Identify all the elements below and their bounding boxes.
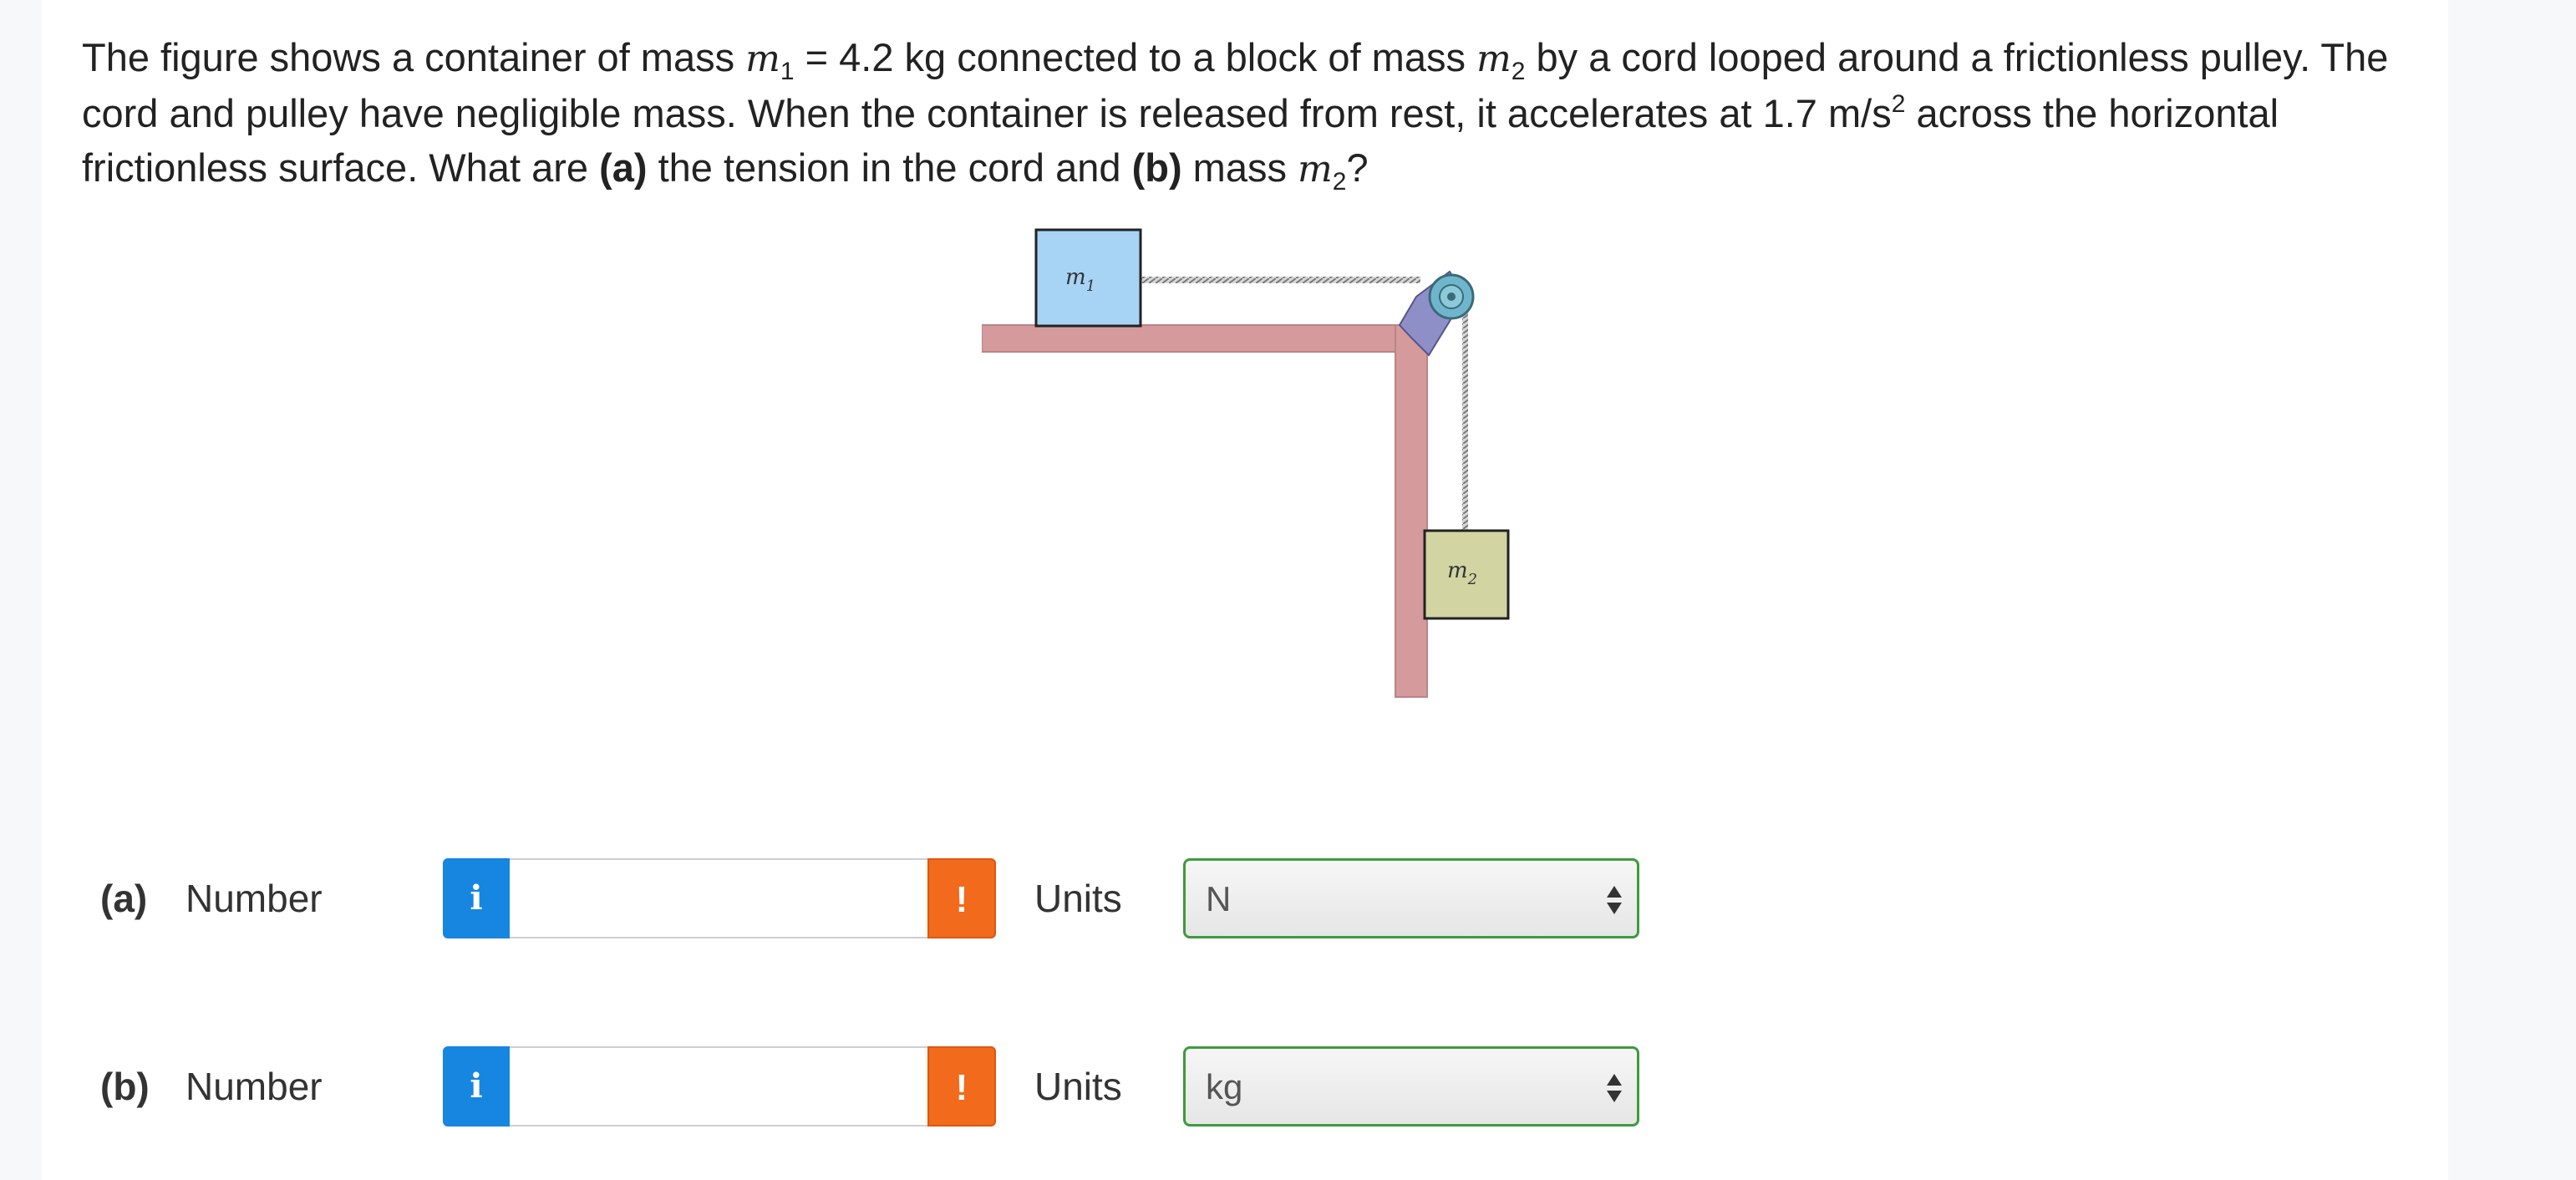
units-select-b[interactable]: kg	[1183, 1046, 1639, 1127]
units-label: Units	[1034, 877, 1122, 920]
table-leg	[1395, 324, 1428, 698]
warning-icon[interactable]: !	[927, 1046, 996, 1127]
units-label: Units	[1034, 1065, 1122, 1108]
part-label: (a)	[100, 877, 148, 920]
select-arrows-icon	[1607, 886, 1622, 914]
cord-horizontal	[1141, 277, 1420, 283]
warning-icon[interactable]: !	[927, 858, 996, 938]
units-selected-value: kg	[1206, 1067, 1243, 1106]
cord-vertical	[1462, 297, 1468, 531]
block-m1	[1034, 228, 1142, 328]
block-m2	[1423, 529, 1510, 620]
info-icon[interactable]: i	[443, 858, 510, 938]
number-label: Number	[185, 1065, 323, 1108]
answer-row-b: (b) Number i ! Units kg	[100, 1045, 1688, 1128]
number-input-b[interactable]	[510, 1046, 927, 1127]
block-m1-label: m1	[1065, 265, 1095, 295]
number-input-a[interactable]	[510, 858, 927, 938]
number-label: Number	[185, 877, 323, 920]
pulley-figure: m1 m2	[982, 228, 1510, 698]
table-top	[982, 324, 1430, 353]
block-m2-label: m2	[1447, 558, 1477, 588]
info-icon[interactable]: i	[443, 1046, 510, 1127]
part-label: (b)	[100, 1065, 150, 1108]
units-select-a[interactable]: N	[1183, 858, 1639, 938]
units-selected-value: N	[1206, 879, 1232, 918]
select-arrows-icon	[1607, 1074, 1622, 1102]
question-text: The figure shows a container of mass m1 …	[82, 35, 2389, 196]
answer-row-a: (a) Number i ! Units N	[100, 857, 1688, 940]
question-card: The figure shows a container of mass m1 …	[42, 0, 2448, 1180]
